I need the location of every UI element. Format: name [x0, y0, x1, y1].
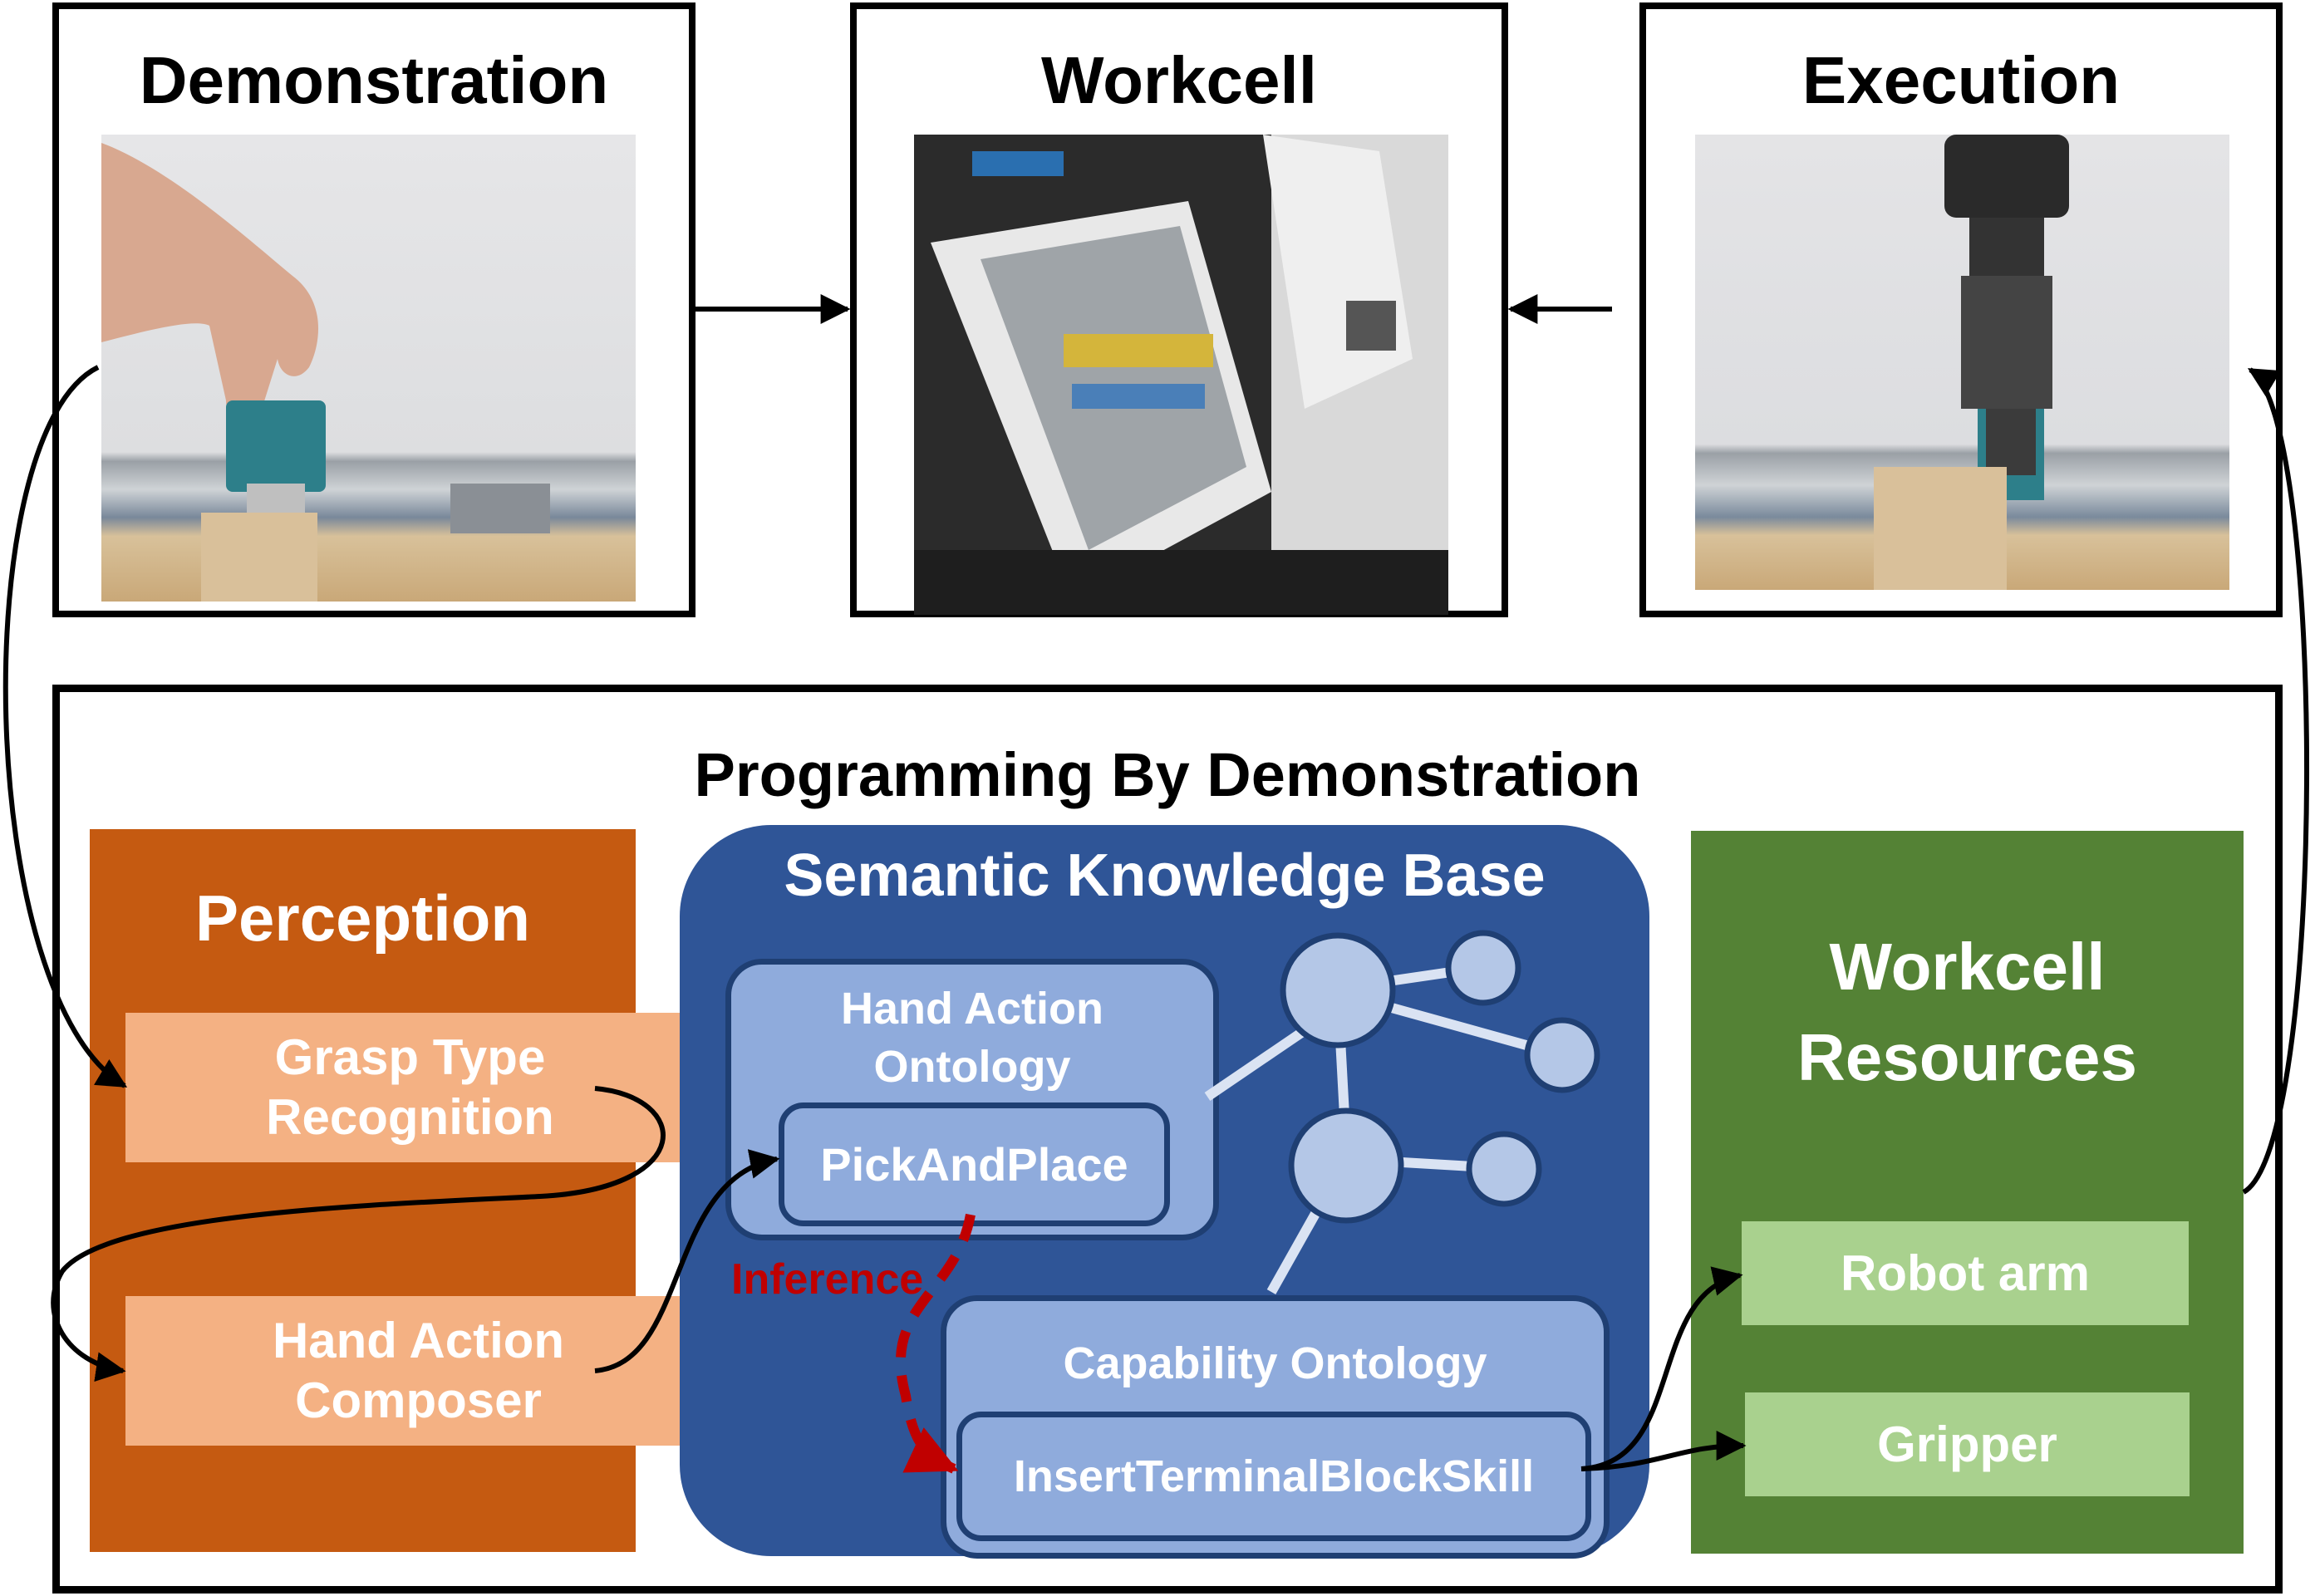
arrow-skill-to-robot-arm [1580, 1266, 1743, 1471]
graph-node [1445, 930, 1521, 1006]
robot-gripper-illustration [1874, 135, 2069, 590]
pick-and-place-concept: PickAndPlace [779, 1102, 1170, 1226]
arrow-inference [896, 1213, 976, 1474]
workcell-title: Workcell [1041, 43, 1317, 117]
arrow-resources-to-execution [2242, 367, 2309, 1195]
arrow-demo-to-grasp [2, 365, 128, 1088]
execution-panel: Execution [1639, 2, 2283, 617]
demonstration-title: Demonstration [139, 43, 609, 117]
graph-nodes [1280, 930, 1600, 1224]
control-cabinet-illustration [914, 135, 1448, 615]
demonstration-panel: Demonstration [52, 2, 695, 617]
workcell-resources-title: Workcell Resources [1796, 930, 2138, 1094]
workcell-photo [914, 135, 1448, 615]
inference-label: Inference [731, 1255, 924, 1304]
capability-ontology-label: Capability Ontology [1063, 1338, 1487, 1388]
execution-photo [1695, 135, 2229, 590]
arrow-composer-to-pickplace [594, 1149, 780, 1373]
graph-node [1280, 932, 1396, 1048]
arrow-grasp-to-composer [51, 1086, 666, 1382]
execution-title: Execution [1801, 43, 2121, 117]
pbd-title: Programming By Demonstration [694, 740, 1641, 809]
gripper-box: Gripper [1745, 1392, 2190, 1496]
arrow-skill-to-gripper [1580, 1431, 1747, 1471]
insert-terminal-block-skill-concept: InsertTerminalBlockSkill [956, 1412, 1591, 1541]
robot-arm-box: Robot arm [1742, 1221, 2189, 1325]
graph-node [1524, 1017, 1600, 1093]
perception-title: Perception [194, 881, 531, 955]
workcell-panel: Workcell [850, 2, 1508, 617]
hand-illustration [101, 143, 550, 602]
graph-node [1288, 1107, 1404, 1224]
demonstration-photo [101, 135, 636, 602]
hand-action-ontology-label: Hand Action Ontology [841, 984, 1103, 1093]
knowledge-base-title: Semantic Knowledge Base [784, 842, 1546, 909]
hand-action-composer-box: Hand Action Composer [125, 1296, 711, 1446]
graph-node [1466, 1131, 1542, 1207]
